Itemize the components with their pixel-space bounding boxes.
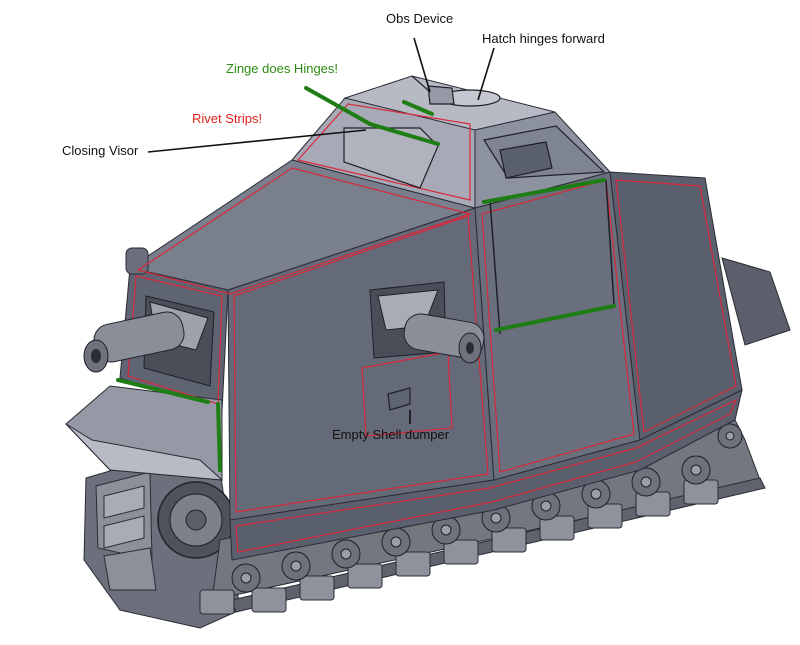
track-links xyxy=(199,479,719,615)
obs-device-label: Obs Device xyxy=(386,11,454,26)
road-wheels xyxy=(231,423,743,593)
hatch-hinges-label: Hatch hinges forward xyxy=(482,31,605,46)
obs-device-leader xyxy=(413,37,431,93)
rear-box xyxy=(721,257,791,346)
hinge-markers xyxy=(116,86,616,472)
detail-lines xyxy=(343,75,615,411)
closing-visor-leader xyxy=(147,129,367,153)
callout-lines xyxy=(147,37,495,424)
gun-port-center xyxy=(369,281,485,364)
closing-visor-label: Closing Visor xyxy=(62,143,139,158)
shell-dumper-label: Empty Shell dumper xyxy=(332,427,450,442)
zinge-hinges-label: Zinge does Hinges! xyxy=(226,61,339,76)
rivet-strip-outlines xyxy=(127,103,738,553)
gun-port-left xyxy=(83,295,215,387)
hatch-hinges-leader xyxy=(477,47,495,101)
rivet-strips-label: Rivet Strips! xyxy=(192,111,263,126)
hinge-pointer xyxy=(304,86,372,126)
